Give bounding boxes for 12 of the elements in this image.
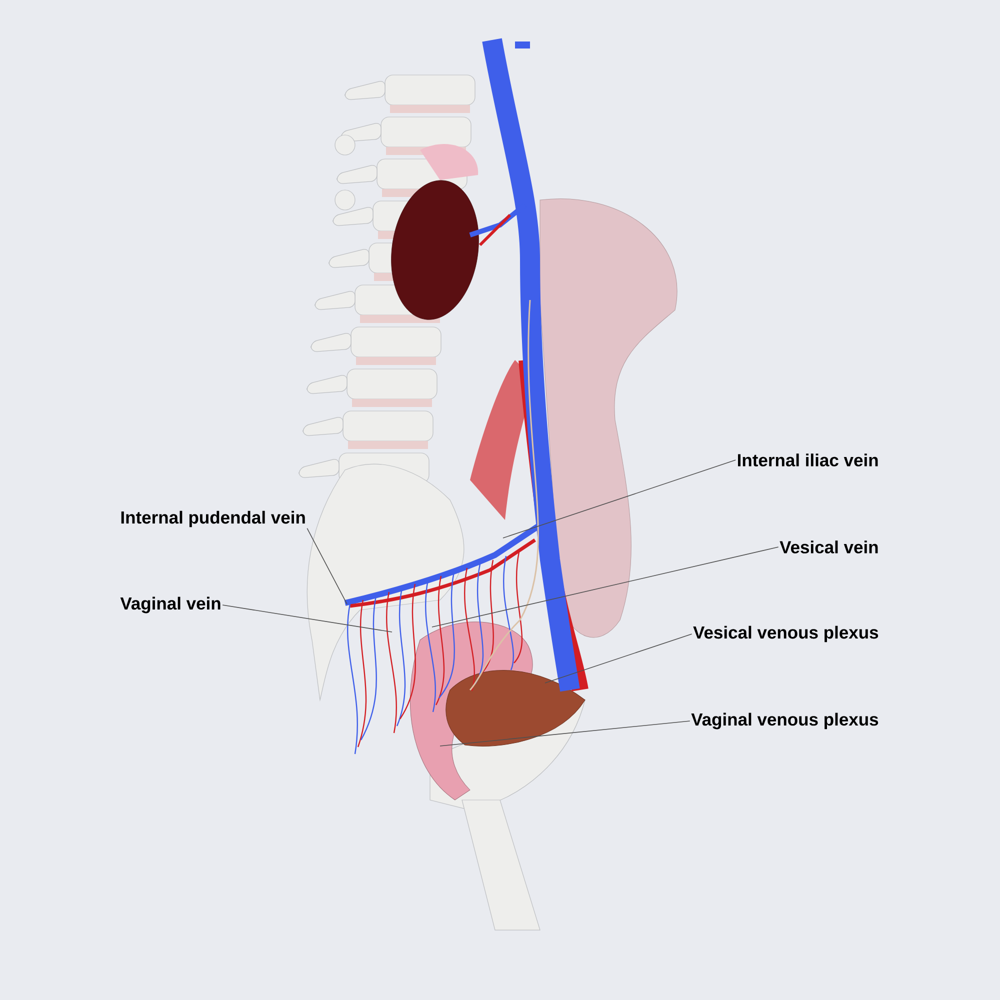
leader-line: [306, 528, 348, 604]
label-text: Internal iliac vein: [738, 454, 878, 466]
label-text: Vesical vein: [780, 540, 878, 554]
leader-line: [544, 634, 692, 684]
leader-line: [432, 546, 779, 628]
leader-line: [502, 460, 736, 538]
leader-line: [440, 720, 690, 746]
label-text: Vesical venous plexus: [693, 626, 878, 642]
label-text: Vaginal vein: [120, 596, 220, 614]
leader-line: [222, 604, 392, 632]
label-text: Vaginal venous plexus: [691, 712, 878, 730]
label-text: Internal pudendal vein: [121, 510, 305, 528]
